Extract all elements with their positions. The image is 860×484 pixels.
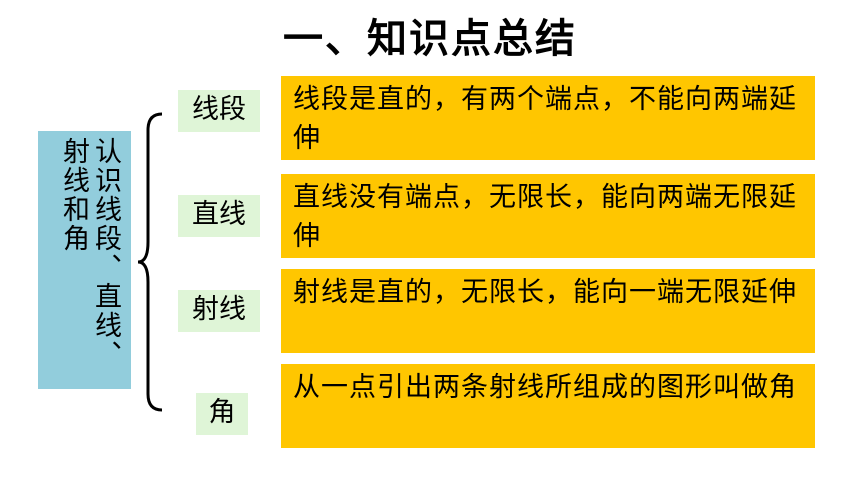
definition-segment: 线段是直的，有两个端点，不能向两端延伸	[281, 76, 815, 160]
page-title: 一、知识点总结	[283, 16, 577, 62]
term-angle: 角	[196, 393, 248, 435]
term-ray: 射线	[178, 290, 260, 332]
definition-angle: 从一点引出两条射线所组成的图形叫做角	[281, 364, 815, 448]
term-line: 直线	[178, 195, 260, 237]
curly-brace-icon	[137, 112, 163, 412]
definition-ray: 射线是直的，无限长，能向一端无限延伸	[281, 269, 815, 353]
definition-line: 直线没有端点，无限长，能向两端无限延伸	[281, 174, 815, 258]
topic-label: 认识线段、直线、射线和角	[38, 131, 131, 389]
term-segment: 线段	[178, 90, 260, 132]
